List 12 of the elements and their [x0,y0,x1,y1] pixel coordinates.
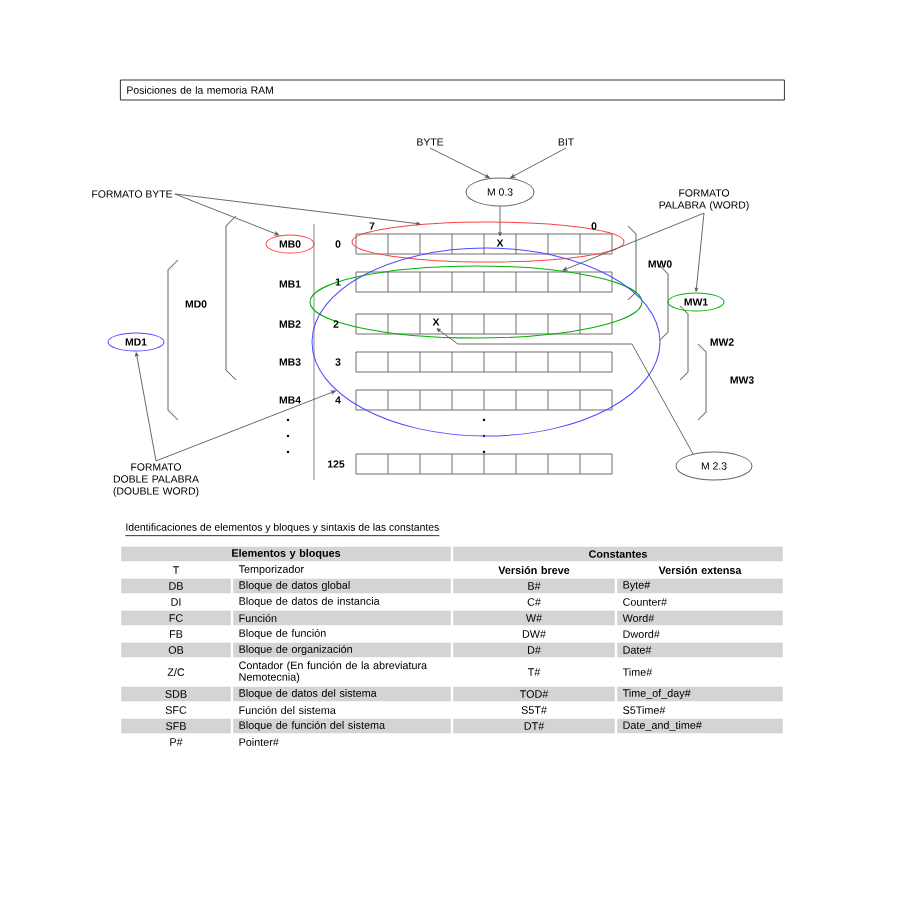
arrow [694,212,705,292]
arrow [562,212,705,271]
arrow [135,352,157,462]
arrow [174,193,421,226]
arrow [155,390,336,462]
byte-ellipse [351,221,625,263]
arrow [436,328,694,455]
arrow [429,147,490,178]
arrow [510,147,567,178]
arrow [498,206,502,237]
word-ellipse [309,265,643,339]
arrow [174,193,280,236]
